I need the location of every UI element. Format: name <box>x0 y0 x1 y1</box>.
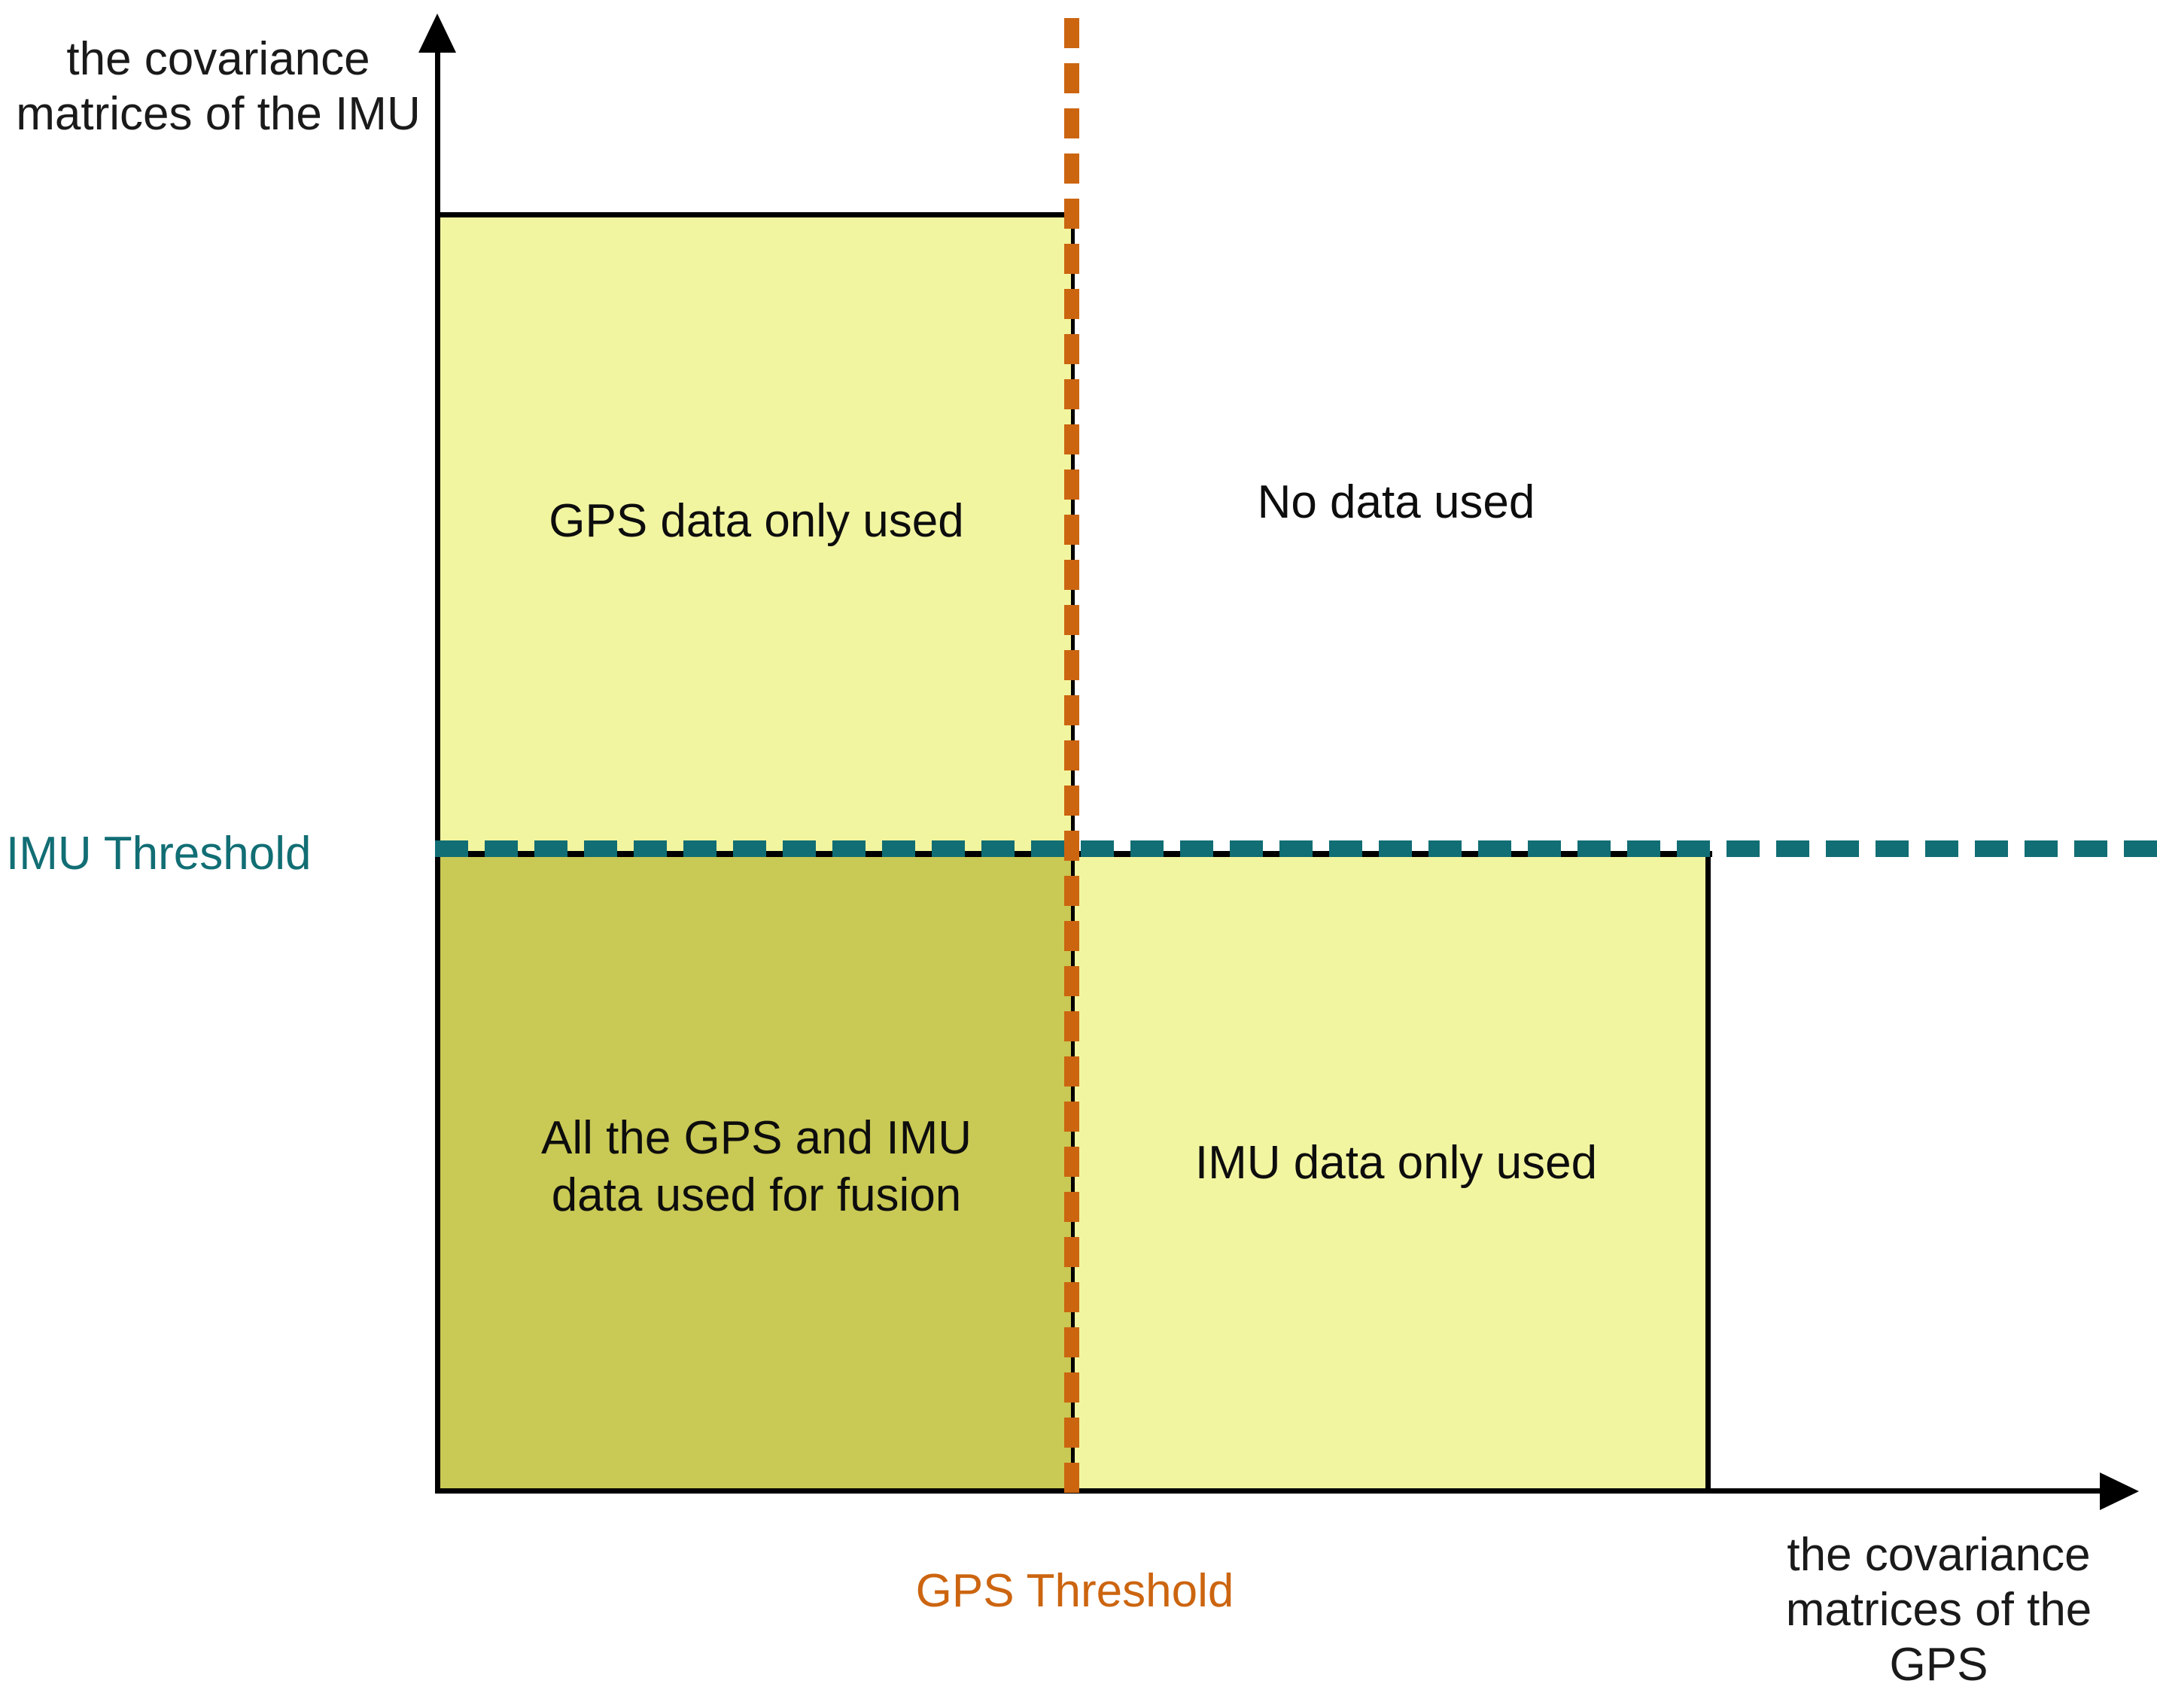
y-axis-label: the covariance matrices of the IMU <box>16 33 421 141</box>
x-axis <box>435 1488 2104 1494</box>
quadrant-label-no-data: No data used <box>1257 476 1535 528</box>
gps-threshold-label: GPS Threshold <box>915 1565 1234 1617</box>
quadrant-fusion <box>435 853 1075 1494</box>
quadrant-label-fusion-line2: data used for fusion <box>551 1169 962 1221</box>
quadrant-label-gps-only: GPS data only used <box>549 495 964 547</box>
quadrant-label-imu-only: IMU data only used <box>1194 1137 1598 1189</box>
imu-threshold-label: IMU Threshold <box>6 828 312 880</box>
quadrant-gps-only <box>435 212 1075 853</box>
quadrant-imu-only <box>1075 853 1711 1494</box>
quadrant-label-fusion: All the GPS and IMU data used for fusion <box>448 1110 1065 1223</box>
x-axis-label: the covariance matrices of the GPS <box>1785 1529 2092 1691</box>
y-axis-arrow-icon <box>418 14 456 53</box>
x-axis-arrow-icon <box>2100 1472 2139 1510</box>
quadrant-label-fusion-line1: All the GPS and IMU <box>540 1112 972 1164</box>
imu-threshold-dashed-line <box>435 840 2157 857</box>
gps-threshold-dashed-line <box>1064 18 1079 1493</box>
y-axis <box>435 45 440 1494</box>
